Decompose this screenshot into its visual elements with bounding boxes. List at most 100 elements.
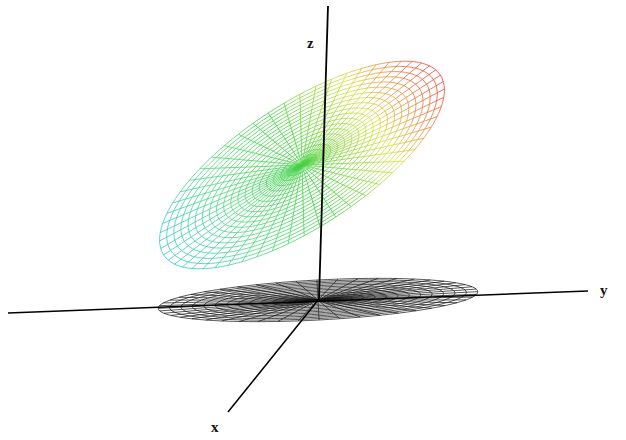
shadow-mesh-line xyxy=(291,293,295,294)
shadow-mesh-line xyxy=(367,314,376,315)
shadow-mesh-line xyxy=(367,312,371,313)
shadow-mesh-line xyxy=(278,290,282,291)
shadow-mesh-line xyxy=(262,309,270,310)
shadow-mesh-line xyxy=(260,291,266,292)
shadow-mesh-line xyxy=(282,285,291,286)
shadow-mesh-line xyxy=(269,295,276,296)
shadow-mesh-line xyxy=(393,311,401,312)
shadow-mesh-line xyxy=(362,311,366,312)
shadow-mesh-line xyxy=(289,295,295,296)
shadow-mesh-line xyxy=(255,293,262,294)
shadow-mesh-line xyxy=(262,294,269,295)
shadow-mesh-line xyxy=(276,282,286,283)
shadow-mesh-line xyxy=(435,281,444,282)
shadow-mesh-line xyxy=(253,295,261,296)
shadow-mesh-line xyxy=(457,301,462,302)
shadow-mesh-line xyxy=(210,312,220,313)
shadow-mesh-line xyxy=(416,286,426,287)
shadow-mesh-line xyxy=(340,318,350,319)
shadow-mesh-line xyxy=(277,287,285,288)
shadow-mesh-line xyxy=(370,315,380,316)
shadow-mesh-line xyxy=(277,297,285,298)
shadow-mesh-line xyxy=(212,289,220,290)
shadow-mesh-line xyxy=(228,312,237,313)
shadow-mesh-line xyxy=(272,293,278,294)
shadow-mesh-line xyxy=(317,280,327,281)
shadow-mesh-line xyxy=(299,283,308,284)
shadow-mesh-line xyxy=(367,304,375,305)
shadow-mesh-line xyxy=(246,285,255,286)
shadow-mesh-line xyxy=(223,309,234,310)
shadow-mesh-line xyxy=(208,309,219,310)
shadow-mesh-line xyxy=(262,288,269,289)
shadow-mesh-line xyxy=(228,318,235,319)
shadow-mesh-line xyxy=(270,307,278,308)
shadow-mesh-line xyxy=(205,307,216,308)
shadow-mesh-line xyxy=(388,308,395,309)
shadow-mesh-line xyxy=(281,288,288,289)
shadow-mesh-line xyxy=(185,294,191,295)
shadow-mesh-line xyxy=(394,282,401,283)
shadow-mesh-line xyxy=(362,310,369,311)
shadow-mesh-line xyxy=(387,290,397,291)
shadow-mesh-line xyxy=(307,281,317,282)
shadow-mesh-line xyxy=(363,313,371,314)
shadow-mesh-line xyxy=(406,283,414,284)
shadow-mesh-line xyxy=(212,292,220,293)
shadow-mesh-line xyxy=(309,320,319,321)
shadow-mesh-line xyxy=(287,292,291,293)
shadow-mesh-line xyxy=(267,289,274,290)
shadow-mesh-line xyxy=(249,313,256,314)
shadow-mesh-line xyxy=(228,287,237,288)
shadow-mesh-line xyxy=(295,296,301,297)
shadow-mesh-line xyxy=(246,309,255,310)
shadow-mesh-line xyxy=(375,296,386,297)
shadow-mesh-line xyxy=(269,284,278,285)
shadow-mesh-line xyxy=(367,311,374,312)
shadow-mesh-line xyxy=(355,311,362,312)
shadow-mesh-line xyxy=(260,286,264,287)
shadow-mesh-line xyxy=(399,312,408,313)
shadow-mesh-line xyxy=(409,310,416,311)
shadow-mesh-line xyxy=(252,305,263,306)
shadow-mesh-line xyxy=(276,295,283,296)
shadow-mesh-line xyxy=(222,316,230,317)
shadow-mesh-line xyxy=(174,297,179,298)
shadow-mesh-line xyxy=(377,291,387,292)
shadow-mesh-line xyxy=(380,314,389,315)
shadow-mesh-line xyxy=(269,288,273,289)
shadow-mesh-line xyxy=(237,311,246,312)
shadow-mesh-line xyxy=(399,287,408,288)
shadow-mesh-line xyxy=(399,306,407,307)
shadow-mesh-line xyxy=(298,282,308,283)
shadow-mesh-line xyxy=(194,308,205,309)
shadow-mesh-line xyxy=(181,313,192,314)
shadow-mesh-line xyxy=(359,312,367,313)
shadow-mesh-line xyxy=(397,289,407,290)
shadow-mesh-line xyxy=(337,315,346,316)
shadow-mesh-line xyxy=(466,298,470,299)
shadow-mesh-line xyxy=(432,293,443,294)
shadow-mesh-line xyxy=(283,294,289,295)
shadow-mesh-line xyxy=(374,289,382,290)
shadow-mesh-line xyxy=(335,314,343,315)
shadow-mesh-line xyxy=(237,294,245,295)
shadow-mesh-line xyxy=(277,307,284,308)
shadow-mesh-line xyxy=(249,289,255,290)
shadow-mesh-line xyxy=(398,295,409,296)
shadow-mesh-line xyxy=(166,300,170,301)
shadow-mesh-line xyxy=(266,292,272,293)
shadow-mesh-line xyxy=(213,310,224,311)
shadow-mesh-line xyxy=(445,304,451,305)
shadow-mesh-line xyxy=(455,292,466,293)
shadow-mesh-line xyxy=(390,286,398,287)
shadow-mesh-line xyxy=(359,290,366,291)
shadow-mesh-line xyxy=(204,292,212,293)
shadow-mesh-line xyxy=(246,311,254,312)
shadow-mesh-line xyxy=(372,291,381,292)
shadow-mesh-line xyxy=(329,319,339,320)
shadow-mesh-line xyxy=(359,303,367,304)
shadow-mesh-line xyxy=(286,281,296,282)
shadow-mesh-line xyxy=(387,284,394,285)
